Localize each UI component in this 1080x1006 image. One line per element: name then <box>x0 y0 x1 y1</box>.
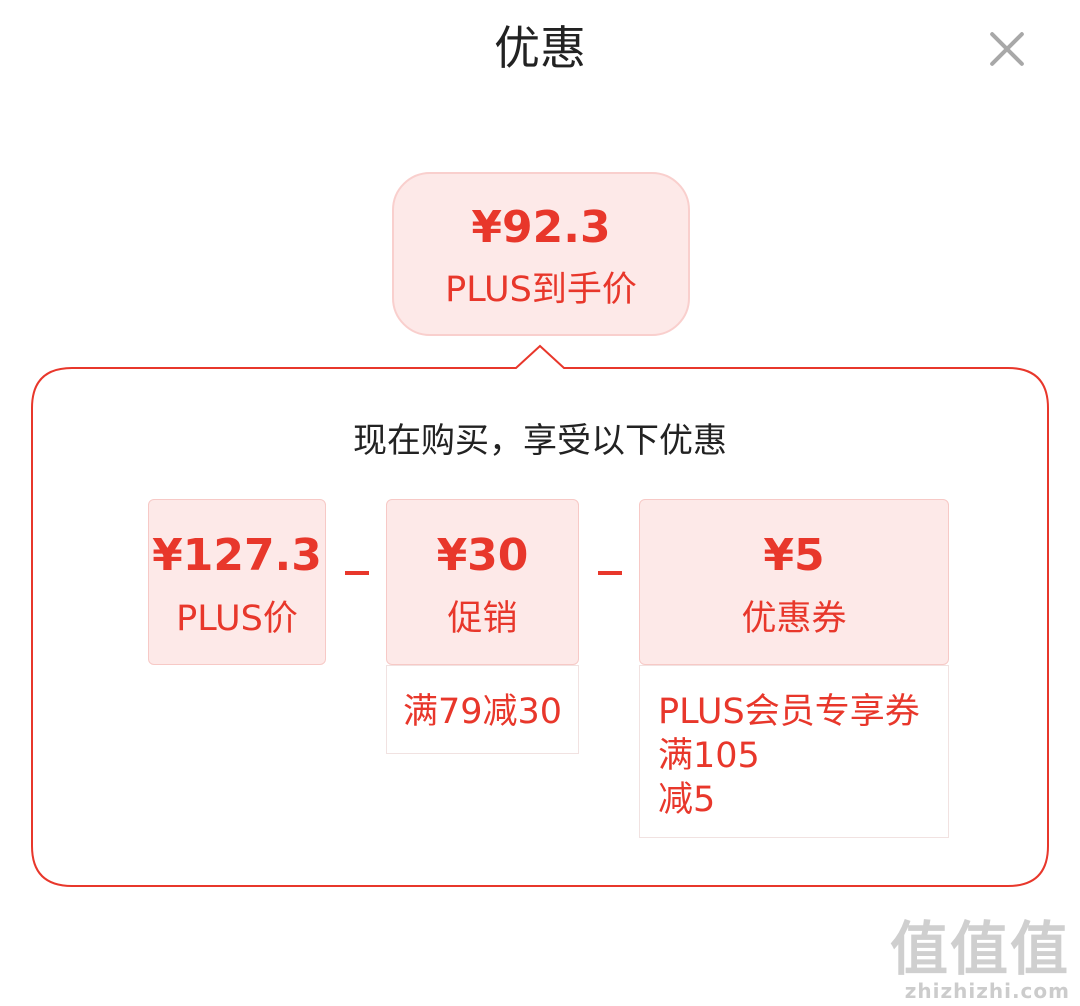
plus-price-label: PLUS价 <box>176 599 298 639</box>
final-price-bubble: ¥92.3 PLUS到手价 <box>392 172 690 336</box>
promotion-detail-text: 满79减30 <box>402 692 563 732</box>
close-icon[interactable] <box>980 22 1034 76</box>
minus-sign <box>345 571 369 575</box>
promotion-detail: 满79减30 <box>386 665 579 754</box>
promotion-card: ¥30 促销 <box>386 499 579 665</box>
breakdown-subtitle: 现在购买，享受以下优惠 <box>353 421 727 461</box>
minus-sign <box>598 571 622 575</box>
final-price-label: PLUS到手价 <box>445 270 637 310</box>
promotion-label: 促销 <box>447 599 518 639</box>
watermark: 值值值 zhizhizhi.com <box>890 918 1070 1002</box>
final-price-amount: ¥92.3 <box>471 202 611 253</box>
coupon-detail-line: 满105 <box>658 736 760 776</box>
watermark-url: zhizhizhi.com <box>904 979 1070 1003</box>
watermark-logo: 值值值 <box>889 915 1070 983</box>
plus-price-amount: ¥127.3 <box>152 530 322 581</box>
coupon-label: 优惠券 <box>741 599 847 639</box>
coupon-detail-line: 减5 <box>658 780 716 820</box>
coupon-card: ¥5 优惠券 <box>639 499 949 665</box>
promotion-amount: ¥30 <box>436 530 529 581</box>
coupon-detail: PLUS会员专享券 满105 减5 <box>639 665 949 838</box>
sheet-title: 优惠 <box>494 21 586 75</box>
plus-price-card: ¥127.3 PLUS价 <box>148 499 326 665</box>
coupon-detail-line: PLUS会员专享券 <box>658 692 920 732</box>
coupon-amount: ¥5 <box>763 530 825 581</box>
